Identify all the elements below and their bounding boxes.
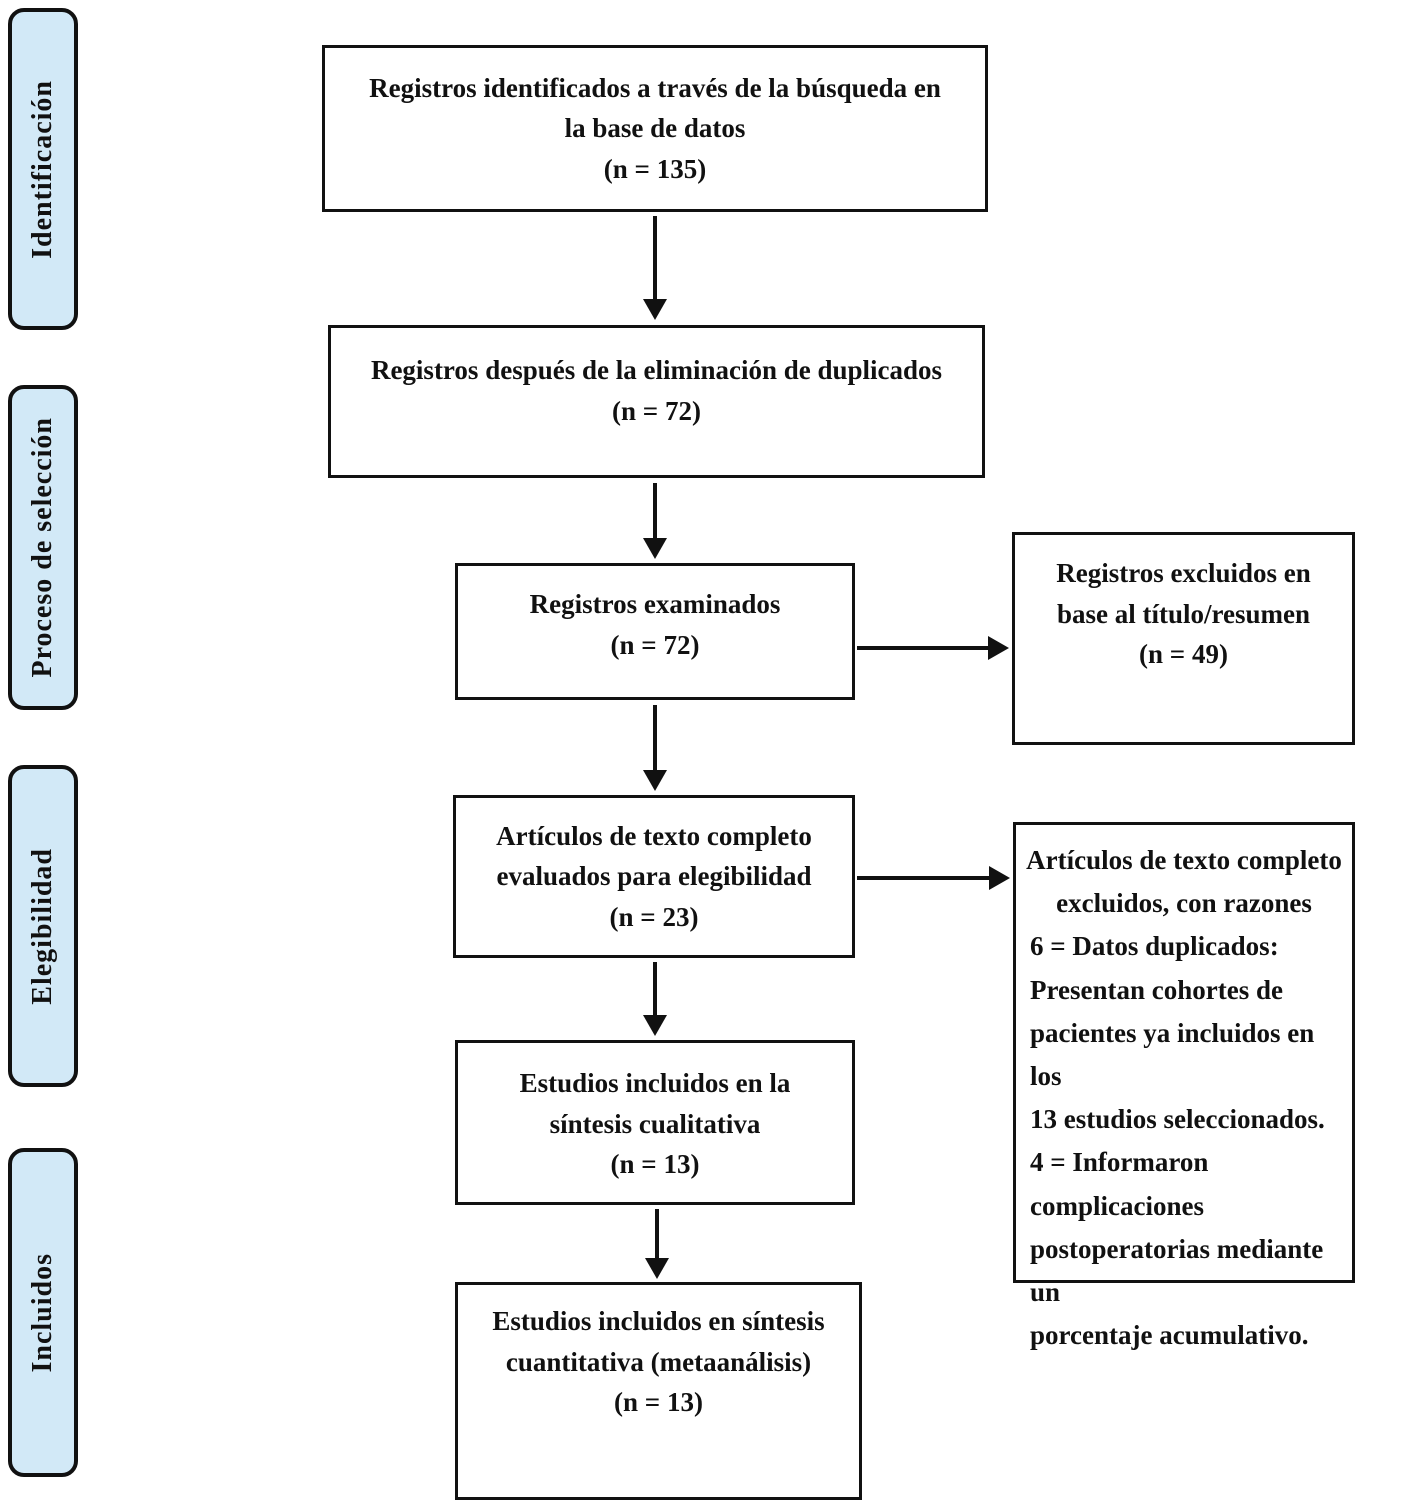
arrow-down-deduplicated-to-screened bbox=[642, 483, 668, 559]
arrow-shaft bbox=[857, 876, 989, 880]
box-qualitative-synthesis: Estudios incluidos en la síntesis cualit… bbox=[455, 1040, 855, 1205]
box-fulltext-excluded-heading: Artículos de texto completo bbox=[1026, 845, 1342, 875]
box-fulltext-assessed: Artículos de texto completo evaluados pa… bbox=[453, 795, 855, 958]
box-quantitative-synthesis-line: cuantitativa (metaanálisis) bbox=[505, 1346, 812, 1377]
box-fulltext-excluded-with-reasons: Artículos de texto completo excluidos, c… bbox=[1013, 822, 1355, 1350]
box-quantitative-synthesis: Estudios incluidos en síntesis cuantitat… bbox=[455, 1282, 862, 1500]
box-fulltext-excluded-reason: 6 = Datos duplicados: bbox=[1030, 931, 1279, 962]
stage-label-included: Incluidos bbox=[8, 1148, 78, 1477]
arrow-shaft bbox=[655, 1209, 659, 1258]
arrow-shaft bbox=[653, 483, 657, 538]
stage-label-eligibility-text: Elegibilidad bbox=[27, 847, 58, 1005]
arrow-shaft bbox=[857, 646, 988, 650]
box-records-excluded-line: base al título/resumen bbox=[1056, 598, 1310, 629]
arrow-down-screened-to-fulltext bbox=[642, 705, 668, 791]
box-fulltext-excluded-reason: pacientes ya incluidos en los bbox=[1030, 1017, 1315, 1091]
arrow-right-screened-to-excluded bbox=[857, 635, 1009, 661]
arrow-head-down-icon bbox=[643, 538, 667, 559]
box-records-after-duplicates-count: (n = 72) bbox=[612, 395, 701, 426]
box-fulltext-excluded-reason: porcentaje acumulativo. bbox=[1030, 1320, 1309, 1351]
stage-label-identification-text: Identificación bbox=[27, 79, 58, 259]
box-records-screened-line: Registros examinados bbox=[529, 589, 781, 619]
box-records-identified-line: Registros identificados a través de la b… bbox=[369, 72, 941, 103]
box-records-screened: Registros examinados (n = 72) bbox=[455, 563, 855, 700]
stage-label-selection-process: Proceso de selección bbox=[8, 385, 78, 710]
box-records-screened-count: (n = 72) bbox=[610, 629, 700, 660]
box-records-identified-count: (n = 135) bbox=[603, 153, 707, 184]
arrow-shaft bbox=[653, 705, 657, 770]
stage-label-included-text: Incluidos bbox=[27, 1252, 58, 1373]
stage-label-identification: Identificación bbox=[8, 8, 78, 330]
box-records-after-duplicates-line: Registros después de la eliminación de d… bbox=[370, 355, 943, 385]
arrow-shaft bbox=[653, 216, 657, 299]
box-fulltext-excluded-reason: 13 estudios seleccionados. bbox=[1030, 1104, 1325, 1135]
box-records-identified: Registros identificados a través de la b… bbox=[322, 45, 988, 212]
box-fulltext-excluded-reason: postoperatorias mediante un bbox=[1030, 1233, 1324, 1307]
box-fulltext-assessed-line: Artículos de texto completo bbox=[496, 820, 812, 851]
box-records-excluded-title-abstract: Registros excluidos en base al título/re… bbox=[1012, 532, 1355, 745]
box-qualitative-synthesis-line: síntesis cualitativa bbox=[549, 1108, 761, 1139]
box-fulltext-assessed-count: (n = 23) bbox=[609, 901, 699, 932]
box-records-excluded-line: Registros excluidos en bbox=[1056, 558, 1311, 588]
box-fulltext-excluded-heading: excluidos, con razones bbox=[1056, 888, 1312, 919]
box-fulltext-excluded-reason: Presentan cohortes de bbox=[1030, 974, 1283, 1005]
arrow-head-down-icon bbox=[643, 299, 667, 320]
arrow-down-fulltext-to-qualitative bbox=[642, 962, 668, 1036]
box-records-identified-line: la base de datos bbox=[564, 113, 746, 144]
box-qualitative-synthesis-line: Estudios incluidos en la bbox=[519, 1068, 791, 1098]
box-fulltext-assessed-line: evaluados para elegibilidad bbox=[496, 861, 812, 892]
box-records-excluded-count: (n = 49) bbox=[1139, 639, 1228, 669]
arrow-down-qualitative-to-quantitative bbox=[644, 1209, 670, 1279]
arrow-head-down-icon bbox=[645, 1258, 669, 1279]
arrow-head-down-icon bbox=[643, 770, 667, 791]
arrow-shaft bbox=[653, 962, 657, 1015]
box-qualitative-synthesis-count: (n = 13) bbox=[610, 1149, 700, 1179]
arrow-right-fulltext-to-excluded bbox=[857, 865, 1010, 891]
arrow-head-right-icon bbox=[989, 866, 1010, 890]
stage-label-eligibility: Elegibilidad bbox=[8, 765, 78, 1087]
arrow-down-identified-to-deduplicated bbox=[642, 216, 668, 320]
box-quantitative-synthesis-line: Estudios incluidos en síntesis bbox=[492, 1306, 825, 1336]
arrow-head-right-icon bbox=[988, 636, 1009, 660]
stage-label-selection-process-text: Proceso de selección bbox=[27, 417, 58, 678]
box-records-after-duplicates-removed: Registros después de la eliminación de d… bbox=[328, 325, 985, 478]
box-fulltext-excluded-reason: 4 = Informaron bbox=[1030, 1147, 1209, 1178]
arrow-head-down-icon bbox=[643, 1015, 667, 1036]
box-quantitative-synthesis-count: (n = 13) bbox=[614, 1387, 703, 1417]
box-fulltext-excluded-reason: complicaciones bbox=[1030, 1190, 1204, 1221]
